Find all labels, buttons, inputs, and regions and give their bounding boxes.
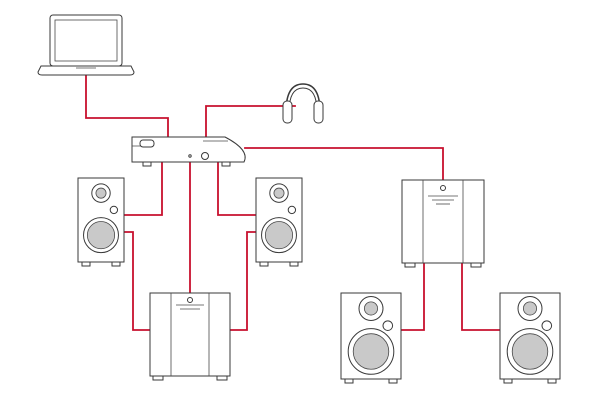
cable-laptop-controller [85,75,169,141]
rear-right-speaker [499,292,561,384]
port-icon [541,320,553,331]
subwoofer-icon [149,292,231,381]
cable-amplifier-rear-left [400,263,425,331]
rear-left-speaker [340,292,402,384]
cable-controller-amplifier [244,147,444,181]
left-speaker [77,177,125,267]
port-icon [109,205,119,215]
cable-amplifier-rear-right [461,263,501,331]
cables [85,75,501,331]
right-speaker [255,177,303,267]
cable-controller-left-speaker [123,161,163,216]
cable-headphones-controller [205,105,296,141]
cable-right-speaker-subwoofer [229,231,257,331]
port-icon [287,205,297,215]
preamp-controller [131,136,246,167]
headphones-icon [282,83,324,124]
cable-controller-right-speaker [217,161,257,216]
laptop-icon [37,14,135,76]
port-icon [382,320,394,331]
amplifier-icon [401,179,485,268]
speakers-group [77,177,561,384]
cable-left-speaker-subwoofer [123,231,151,331]
